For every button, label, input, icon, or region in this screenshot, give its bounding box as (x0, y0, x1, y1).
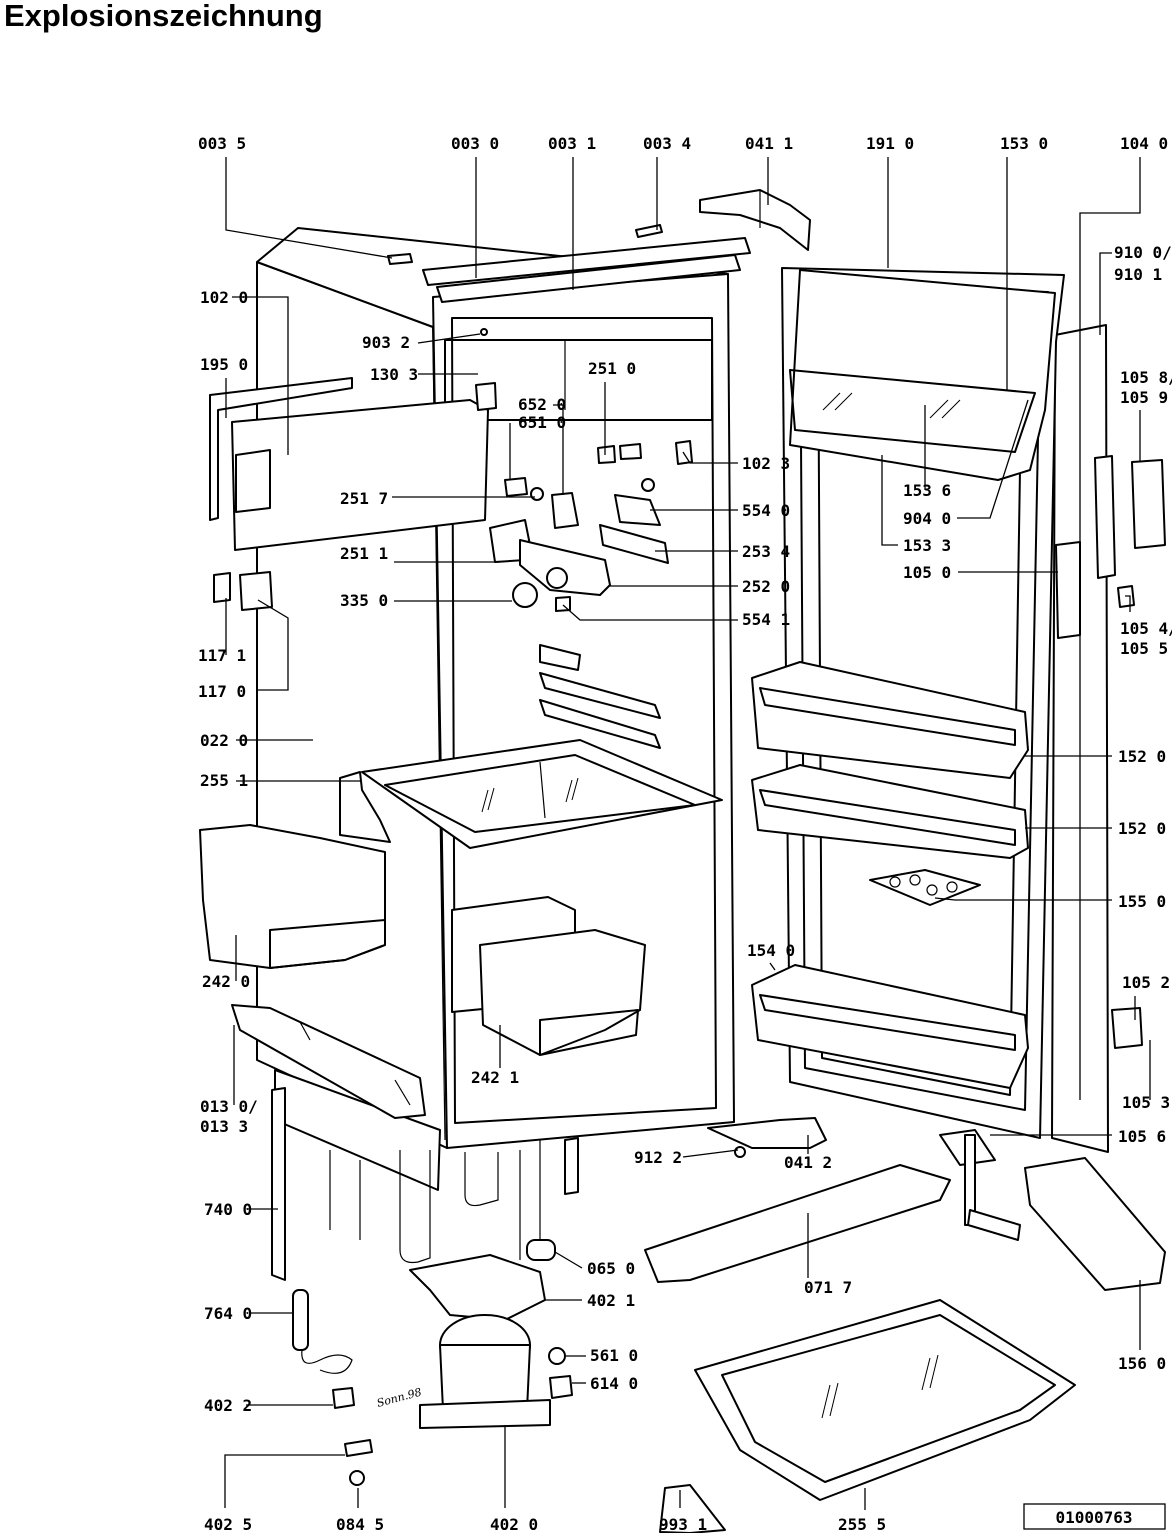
bottom-grille (231, 1004, 426, 1119)
part-label-402-1-54: 402 1 (587, 1291, 635, 1310)
leader-line-34 (257, 599, 289, 691)
part-label-102-0-10: 102 0 (200, 288, 248, 307)
leader-line-51 (554, 1251, 583, 1269)
leader-line-41 (769, 962, 776, 971)
part-label-402-2-58: 402 2 (204, 1396, 252, 1415)
part-label-153-3-24: 153 3 (903, 536, 951, 555)
part-label-152-0-36: 152 0 (1118, 747, 1166, 766)
part-label-105-3-46: 105 3 (1122, 1093, 1170, 1112)
part-label-255-5-63: 255 5 (838, 1515, 886, 1533)
part-label-255-1-37: 255 1 (200, 771, 248, 790)
part-label-554-1-30: 554 1 (742, 610, 790, 629)
part-label-764-0-53: 764 0 (204, 1304, 252, 1323)
part-label-335-0-29: 335 0 (340, 591, 388, 610)
part-label-651-0-16: 651 0 (518, 413, 566, 432)
part-label-191-0-5: 191 0 (866, 134, 914, 153)
part-label-105-6-50: 105 6 (1118, 1127, 1166, 1146)
part-label-003-5-0: 003 5 (198, 134, 246, 153)
part-label-105-9-18: 105 9 (1120, 388, 1168, 407)
part-label-041-1-4: 041 1 (745, 134, 793, 153)
part-label-561-0-55: 561 0 (590, 1346, 638, 1365)
top-frame-parts (387, 189, 811, 303)
leader-line-59 (224, 1454, 345, 1508)
part-label-253-4-26: 253 4 (742, 542, 790, 561)
leader-line-10 (232, 296, 289, 455)
part-label-242-0-40: 242 0 (202, 972, 250, 991)
part-label-105-8-17: 105 8/ (1120, 368, 1172, 387)
thermostat-assembly (475, 328, 693, 612)
lower-loose-parts (644, 1157, 1166, 1533)
part-label-003-1-2: 003 1 (548, 134, 596, 153)
part-label-614-0-56: 614 0 (590, 1374, 638, 1393)
page-title: Explosionszeichnung (4, 0, 323, 33)
part-label-156-0-57: 156 0 (1118, 1354, 1166, 1373)
leader-line-15 (553, 404, 564, 495)
part-label-153-6-22: 153 6 (903, 481, 951, 500)
hinge-hardware (707, 455, 1166, 1241)
leader-line-48 (682, 1149, 739, 1158)
part-label-993-1-62: 993 1 (659, 1515, 707, 1533)
leader-line-11 (417, 333, 481, 344)
part-label-041-2-49: 041 2 (784, 1153, 832, 1172)
part-label-102-3-19: 102 3 (742, 454, 790, 473)
part-label-130-3-13: 130 3 (370, 365, 418, 384)
leader-line-39 (934, 897, 1112, 901)
part-label-903-2-11: 903 2 (362, 333, 410, 352)
freezer-door (209, 377, 489, 611)
part-label-251-7-20: 251 7 (340, 489, 388, 508)
part-label-117-0-34: 117 0 (198, 682, 246, 701)
part-label-904-0-23: 904 0 (903, 509, 951, 528)
leader-line-19 (682, 451, 738, 464)
leader-line-31 (1125, 595, 1131, 612)
leader-line-8 (1099, 252, 1112, 335)
part-label-117-1-33: 117 1 (198, 646, 246, 665)
part-label-554-0-21: 554 0 (742, 501, 790, 520)
part-label-195-0-12: 195 0 (200, 355, 248, 374)
part-label-402-5-59: 402 5 (204, 1515, 252, 1533)
part-label-104-0-7: 104 0 (1120, 134, 1168, 153)
part-label-912-2-48: 912 2 (634, 1148, 682, 1167)
part-label-652-0-15: 652 0 (518, 395, 566, 414)
part-label-402-0-61: 402 0 (490, 1515, 538, 1533)
signature-text: Sonn.98 (375, 1385, 423, 1409)
part-label-022-0-35: 022 0 (200, 731, 248, 750)
part-label-065-0-51: 065 0 (587, 1259, 635, 1278)
part-label-003-4-3: 003 4 (643, 134, 691, 153)
callout-labels: 003 5 003 0 003 1 003 4 041 1 191 0 153 0 104 0… (198, 134, 1172, 1533)
part-label-155-0-39: 155 0 (1118, 892, 1166, 911)
part-label-105-4-31: 105 4/ (1120, 619, 1172, 638)
drawers (199, 824, 646, 1056)
doc-number: 01000763 (1055, 1508, 1132, 1527)
part-label-153-0-6: 153 0 (1000, 134, 1048, 153)
condenser-compressor (271, 1087, 579, 1486)
part-label-152-0-38: 152 0 (1118, 819, 1166, 838)
doc-number-box: 01000763 (1023, 1503, 1166, 1530)
part-label-003-0-1: 003 0 (451, 134, 499, 153)
part-label-251-0-14: 251 0 (588, 359, 636, 378)
part-label-105-2-42: 105 2 (1122, 973, 1170, 992)
door-bins (751, 661, 1029, 1089)
leader-line-24 (881, 455, 898, 546)
leader-line-7 (1079, 157, 1141, 1100)
part-label-910-1-9: 910 1 (1114, 265, 1162, 284)
part-label-242-1-43: 242 1 (471, 1068, 519, 1087)
part-label-252-0-27: 252 0 (742, 577, 790, 596)
part-label-251-1-25: 251 1 (340, 544, 388, 563)
part-label-740-0-47: 740 0 (204, 1200, 252, 1219)
leader-line-30 (562, 604, 738, 621)
part-label-910-0-8: 910 0/ (1114, 243, 1172, 262)
part-label-105-5-32: 105 5 (1120, 639, 1168, 658)
part-label-013-0-44: 013 0/ (200, 1097, 258, 1116)
part-label-071-7-52: 071 7 (804, 1278, 852, 1297)
leader-line-0 (225, 157, 393, 259)
part-label-013-3-45: 013 3 (200, 1117, 248, 1136)
part-label-154-0-41: 154 0 (747, 941, 795, 960)
part-label-084-5-60: 084 5 (336, 1515, 384, 1533)
part-label-105-0-28: 105 0 (903, 563, 951, 582)
leader-line-23 (957, 399, 1029, 519)
